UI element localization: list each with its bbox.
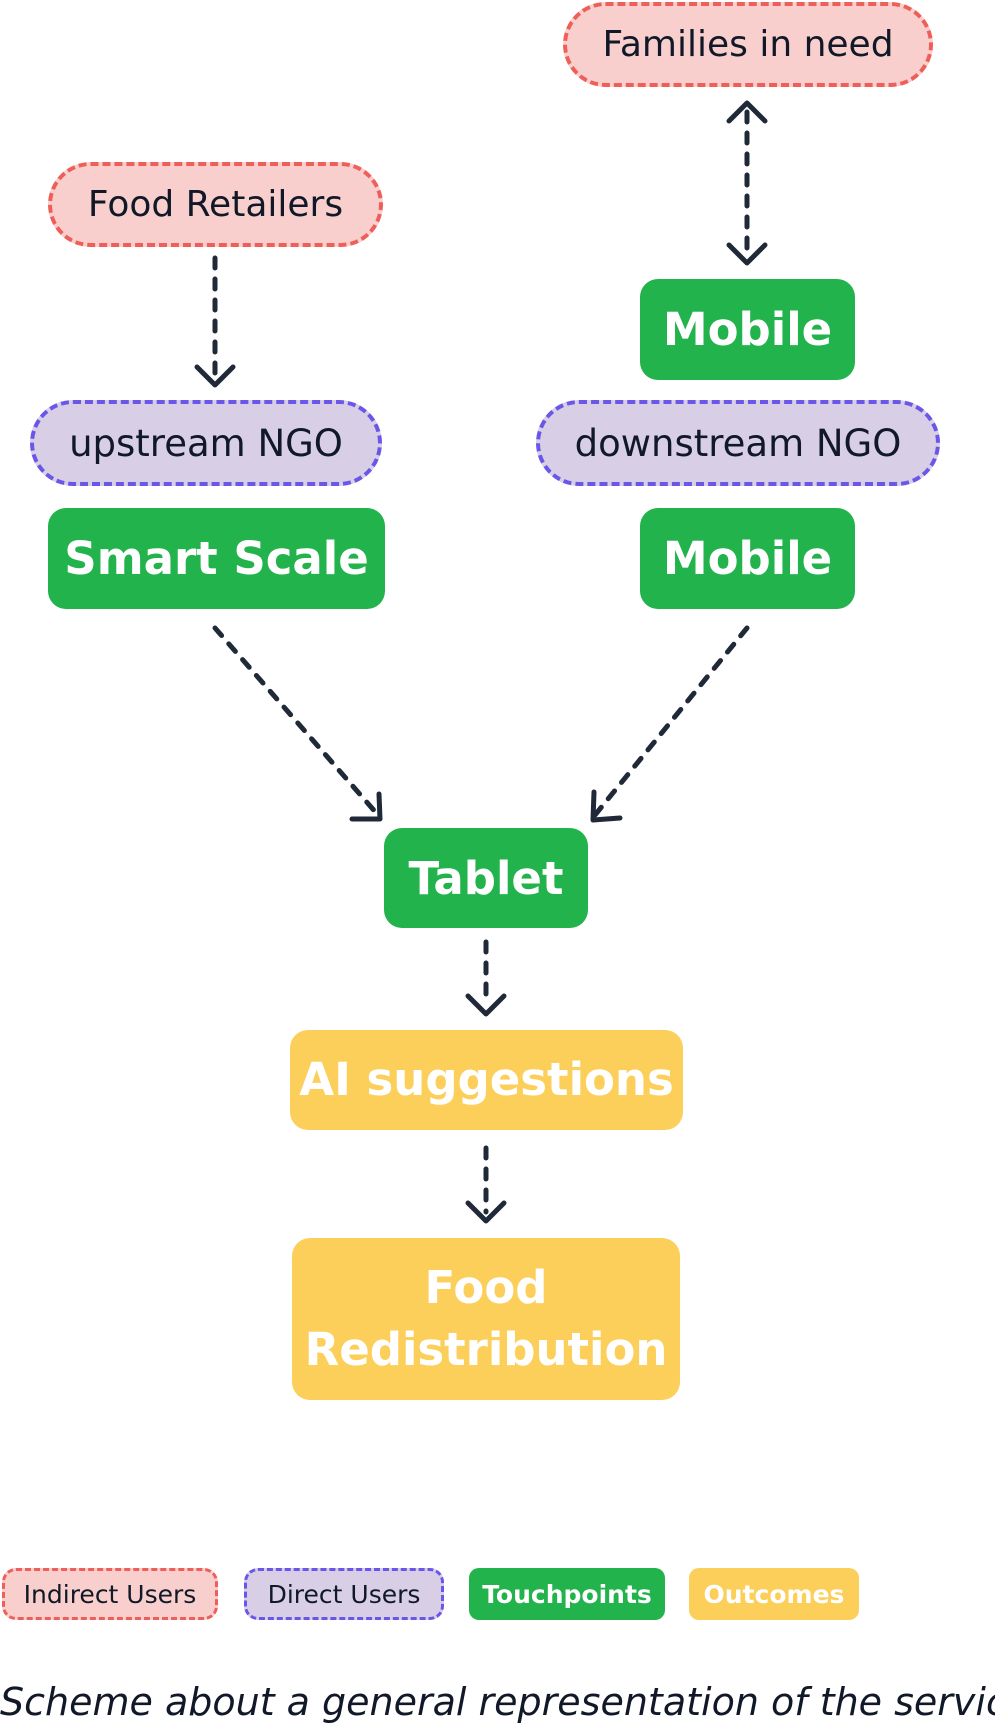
mobile-bottom-label: Mobile <box>662 532 833 585</box>
food-retailers-label: Food Retailers <box>87 184 344 225</box>
smart-scale-label: Smart Scale <box>64 532 369 585</box>
downstream-ngo-node: downstream NGO <box>536 400 940 486</box>
mobile-top-node: Mobile <box>640 279 855 380</box>
arrow-retailers-upstream <box>194 255 236 388</box>
legend-touchpoints-label: Touchpoints <box>482 1579 652 1609</box>
diagram-caption: Scheme about a general representation of… <box>0 1680 995 1724</box>
families-in-need-label: Families in need <box>602 24 894 65</box>
tablet-node: Tablet <box>384 828 588 928</box>
legend-direct-users-label: Direct Users <box>267 1579 421 1609</box>
upstream-ngo-node: upstream NGO <box>30 400 382 486</box>
legend-outcomes: Outcomes <box>689 1568 859 1620</box>
food-redistribution-label-line1: Food <box>424 1261 548 1314</box>
ai-suggestions-label: AI suggestions <box>299 1053 674 1106</box>
legend-outcomes-label: Outcomes <box>703 1579 845 1609</box>
arrow-mobile-tablet <box>590 625 750 823</box>
tablet-label: Tablet <box>408 851 564 905</box>
legend-indirect-users: Indirect Users <box>2 1568 218 1620</box>
families-in-need-node: Families in need <box>563 2 933 87</box>
arrow-ai-redistribution <box>465 1145 507 1224</box>
food-redistribution-node: Food Redistribution <box>292 1238 680 1400</box>
ai-suggestions-node: AI suggestions <box>290 1030 683 1130</box>
upstream-ngo-label: upstream NGO <box>69 421 343 465</box>
legend-indirect-users-label: Indirect Users <box>23 1579 197 1609</box>
mobile-top-label: Mobile <box>662 303 833 356</box>
food-redistribution-label-line2: Redistribution <box>304 1323 668 1376</box>
legend-direct-users: Direct Users <box>244 1568 444 1620</box>
downstream-ngo-label: downstream NGO <box>574 421 902 465</box>
arrow-tablet-ai <box>465 939 507 1017</box>
smart-scale-node: Smart Scale <box>48 508 385 609</box>
legend-touchpoints: Touchpoints <box>469 1568 665 1620</box>
arrow-smartscale-tablet <box>212 625 383 822</box>
mobile-bottom-node: Mobile <box>640 508 855 609</box>
arrow-families-mobile <box>726 100 768 266</box>
food-retailers-node: Food Retailers <box>48 162 383 247</box>
